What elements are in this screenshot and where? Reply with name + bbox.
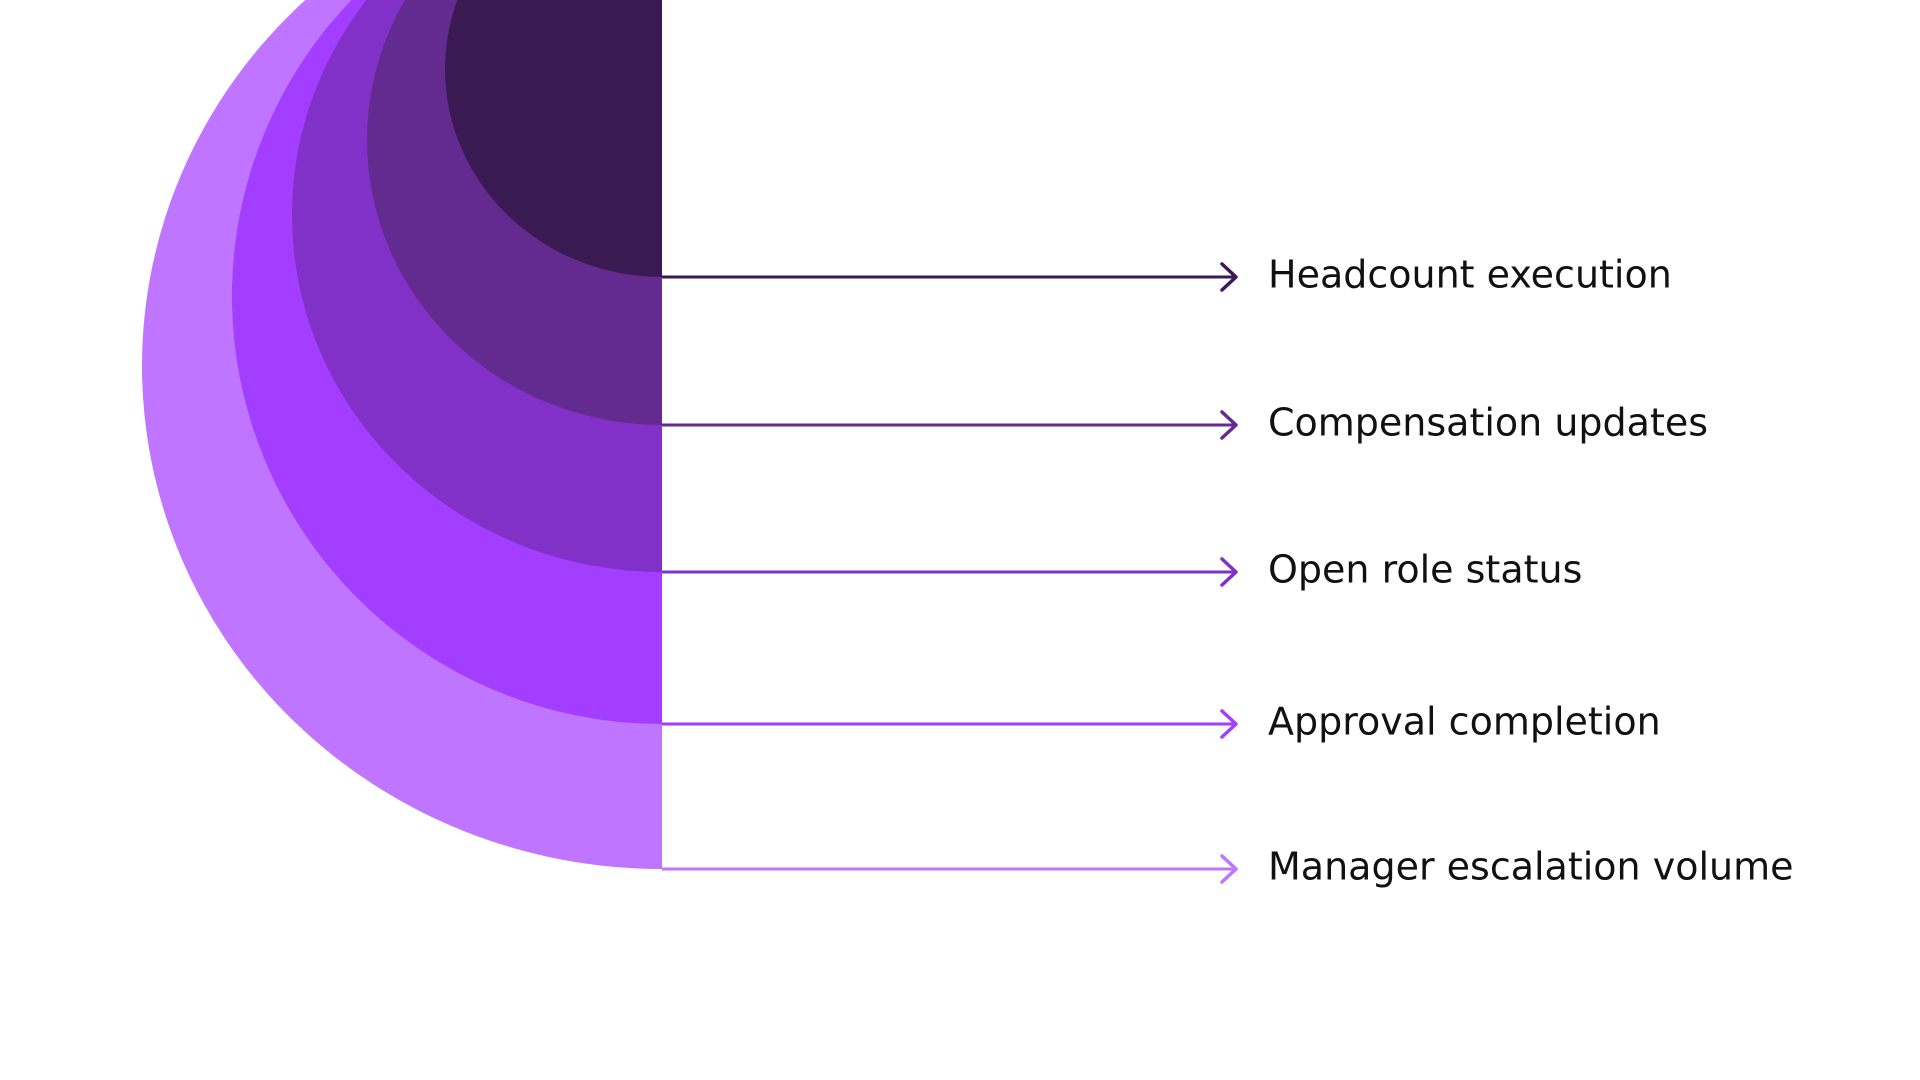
layer-label-open-role-status: Open role status — [1268, 548, 1582, 592]
layer-label-manager-escalation-volume: Manager escalation volume — [1268, 845, 1794, 889]
layer-label-compensation-updates: Compensation updates — [1268, 401, 1708, 445]
arrow-right-icon — [1220, 262, 1238, 292]
layer-labels: Headcount execution Compensation updates… — [1268, 253, 1794, 889]
layer-label-headcount-execution: Headcount execution — [1268, 253, 1672, 297]
arrow-right-icon — [1220, 410, 1238, 440]
arrow-right-icon — [1220, 854, 1238, 884]
layer-label-approval-completion: Approval completion — [1268, 700, 1661, 744]
layer-shape-1 — [445, 0, 662, 277]
arrow-right-icon — [1220, 709, 1238, 739]
layer-shapes — [142, 0, 662, 869]
layer-connectors — [662, 262, 1238, 884]
arrow-right-icon — [1220, 557, 1238, 587]
